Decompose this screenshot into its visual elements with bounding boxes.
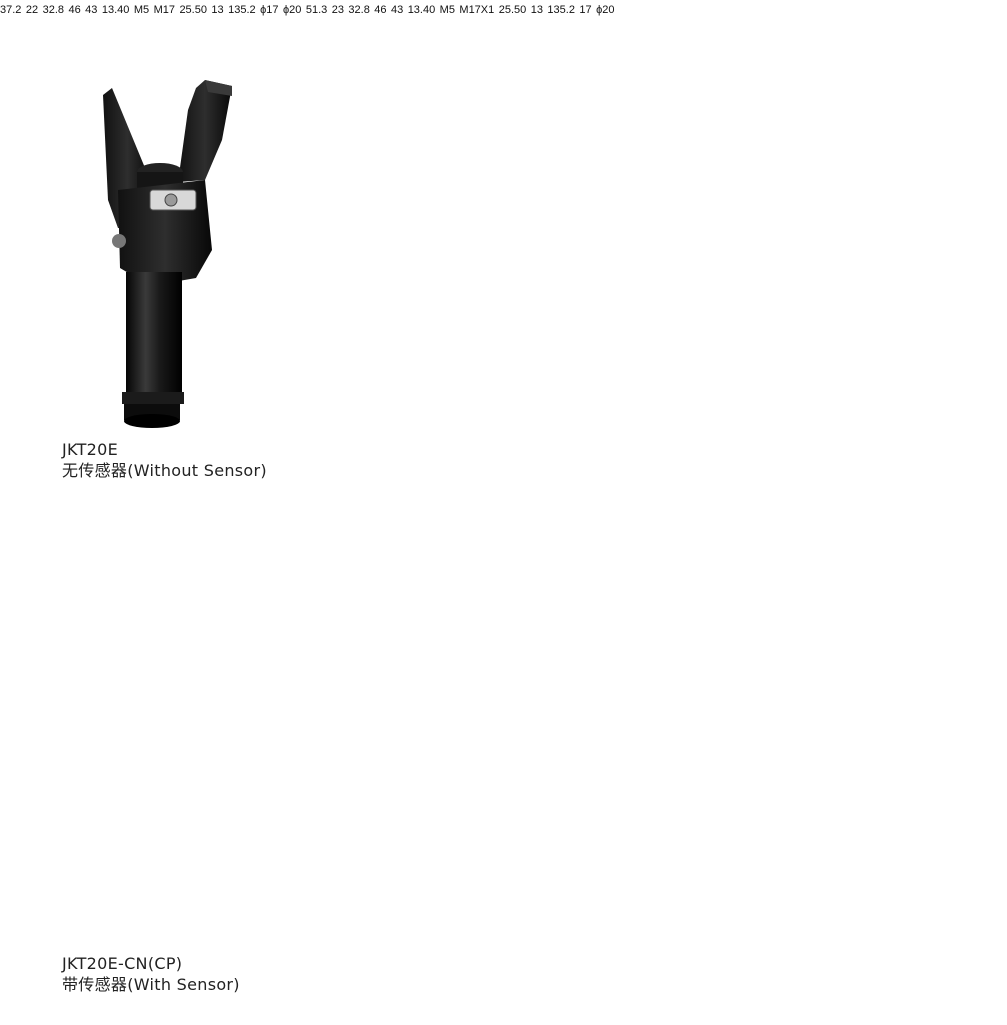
p2-front-height-body: 46 bbox=[374, 4, 387, 16]
product-1-model: JKT20E bbox=[62, 440, 119, 459]
p2-side-width-inner: 13 bbox=[530, 4, 543, 16]
product-1-side-view: 25.50 13 135.2 ϕ17 ϕ20 bbox=[179, 0, 305, 17]
p1-front-width-overall: 37.2 bbox=[0, 4, 22, 16]
p2-side-diameter-large: ϕ20 bbox=[596, 4, 615, 16]
product-2-description: 带传感器(With Sensor) bbox=[62, 975, 240, 994]
p1-front-height-body: 46 bbox=[68, 4, 81, 16]
p1-side-width-inner: 13 bbox=[211, 4, 224, 16]
p2-side-total-height: 135.2 bbox=[547, 4, 575, 16]
product-2-model: JKT20E-CN(CP) bbox=[62, 954, 183, 973]
p1-side-total-height: 135.2 bbox=[228, 4, 256, 16]
p1-front-height-tube: 43 bbox=[85, 4, 98, 16]
product-1-description: 无传感器(Without Sensor) bbox=[62, 461, 267, 480]
p2-front-height-tube: 43 bbox=[390, 4, 404, 16]
product-1-front-view: 37.2 22 32.8 46 43 13.40 M5 M17 bbox=[0, 0, 179, 17]
p2-front-height-jaw: 32.8 bbox=[348, 4, 370, 16]
p2-front-thread-large: M17X1 bbox=[459, 4, 495, 16]
p2-front-height-base: 13.40 bbox=[407, 4, 436, 16]
p2-front-width-overall: 51.3 bbox=[305, 4, 328, 16]
p1-front-thread-small: M5 bbox=[133, 4, 150, 16]
p2-side-diameter-small: 17 bbox=[579, 4, 592, 16]
product-1-render bbox=[103, 80, 232, 428]
product-2-caption: JKT20E-CN(CP) 带传感器(With Sensor) bbox=[62, 953, 240, 995]
p2-side-width-overall: 25.50 bbox=[498, 4, 527, 16]
p1-front-width-inner: 22 bbox=[25, 4, 39, 16]
product-2-front-view: 51.3 23 32.8 46 43 13.40 M5 M17X1 bbox=[306, 0, 499, 17]
p1-side-diameter-small: ϕ17 bbox=[260, 4, 279, 16]
p1-front-thread-large: M17 bbox=[153, 4, 175, 16]
p2-front-width-inner: 23 bbox=[331, 4, 344, 16]
p1-front-height-base: 13.40 bbox=[101, 4, 130, 16]
p1-front-height-jaw: 32.8 bbox=[42, 4, 64, 16]
p2-front-thread-small: M5 bbox=[439, 4, 455, 16]
p1-side-diameter-large: ϕ20 bbox=[282, 4, 302, 16]
product-2-side-view: 25.50 13 135.2 17 ϕ20 bbox=[499, 0, 615, 17]
product-1-caption: JKT20E 无传感器(Without Sensor) bbox=[62, 439, 267, 481]
p1-side-width-overall: 25.50 bbox=[179, 4, 207, 16]
